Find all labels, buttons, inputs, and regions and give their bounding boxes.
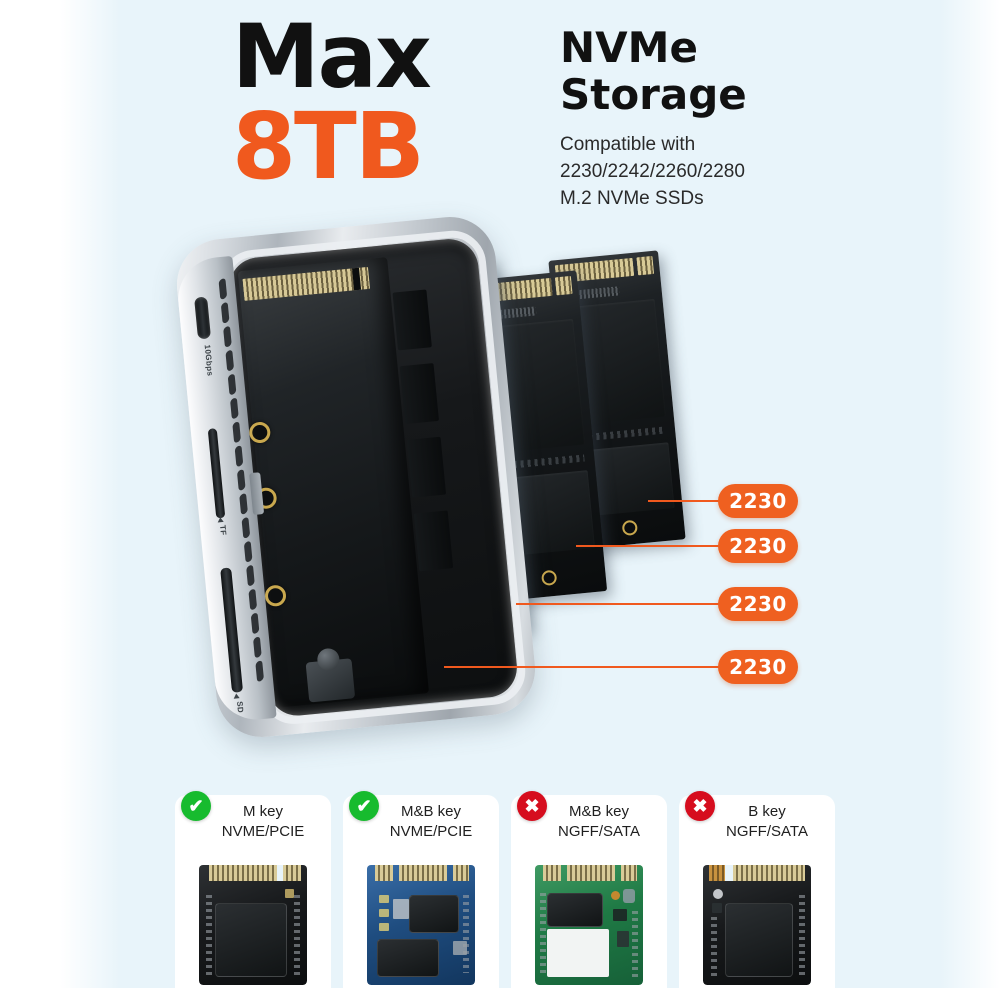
ssd-edge-pads bbox=[206, 895, 212, 977]
ssd-gold-pins bbox=[733, 865, 805, 881]
ssd-photo bbox=[535, 855, 643, 985]
callout-leader-line bbox=[444, 666, 720, 668]
card-interface: NGFF/SATA bbox=[558, 822, 640, 840]
callout-leader-line bbox=[648, 500, 720, 502]
ssd-edge-pads bbox=[711, 917, 717, 977]
headline-capacity: 8TB bbox=[232, 93, 425, 201]
card-interface: NGFF/SATA bbox=[726, 822, 808, 840]
compatibility-card: ✖ B key NGFF/SATA bbox=[679, 791, 835, 995]
card-label: B key NGFF/SATA bbox=[726, 799, 808, 842]
ssd-edge-pads bbox=[799, 895, 805, 977]
callout-2230-3: 2230 bbox=[516, 587, 818, 621]
ssd-gold-pins bbox=[543, 865, 561, 881]
tf-slot-arrow-icon bbox=[217, 516, 224, 523]
compatibility-subcopy: Compatible with 2230/2242/2260/2280 M.2 … bbox=[560, 132, 860, 213]
ssd-smd-part bbox=[613, 909, 627, 921]
cross-icon: ✖ bbox=[685, 791, 715, 821]
ssd-smd-part bbox=[713, 889, 723, 899]
ssd-gold-pins bbox=[709, 865, 725, 881]
ssd-edge-pads bbox=[294, 895, 300, 977]
ssd-smd-part bbox=[617, 931, 629, 947]
card-label: M&B key NVME/PCIE bbox=[390, 799, 473, 842]
ssd-smd-part bbox=[379, 909, 389, 917]
ssd-gold-pins bbox=[375, 865, 393, 881]
tf-slot-label: TF bbox=[218, 524, 228, 536]
callout-leader-line bbox=[516, 603, 720, 605]
ssd-gold-pins bbox=[399, 865, 447, 881]
ssd-smd-part bbox=[379, 923, 389, 931]
ssd-edge-pads bbox=[632, 911, 638, 977]
compatibility-card: ✔ M key NVME/PCIE bbox=[175, 791, 331, 995]
check-icon: ✔ bbox=[181, 791, 211, 821]
ssd-gold-fingers-small bbox=[636, 255, 655, 276]
ssd-smd-part bbox=[379, 895, 389, 903]
ssd-nand-chip bbox=[547, 893, 603, 927]
card-key-type: B key bbox=[748, 803, 786, 820]
ssd-nand-chip bbox=[377, 939, 439, 977]
callout-badge: 2230 bbox=[718, 484, 798, 518]
ssd-photo bbox=[199, 855, 307, 985]
panel-fade-left bbox=[60, 0, 120, 988]
card-label: M&B key NGFF/SATA bbox=[558, 799, 640, 842]
ssd-smd-part bbox=[393, 899, 409, 919]
ssd-gold-pins bbox=[283, 865, 301, 881]
callout-badge: 2230 bbox=[718, 529, 798, 563]
sd-slot-arrow-icon bbox=[233, 693, 240, 699]
subcopy-line-2: 2230/2242/2260/2280 bbox=[560, 161, 745, 183]
ssd-smd-part bbox=[285, 889, 294, 898]
card-header: ✔ M&B key NVME/PCIE bbox=[343, 791, 499, 853]
subcopy-line-1: Compatible with bbox=[560, 134, 696, 156]
card-key-type: M&B key bbox=[400, 803, 461, 820]
card-interface: NVME/PCIE bbox=[221, 822, 305, 840]
ssd-certification-label bbox=[547, 929, 609, 977]
ssd-smd-part bbox=[623, 889, 635, 903]
callout-badge: 2230 bbox=[718, 650, 798, 684]
card-header: ✔ M key NVME/PCIE bbox=[175, 791, 331, 853]
card-key-type: M key bbox=[242, 803, 283, 820]
ssd-gold-pins bbox=[567, 865, 615, 881]
ssd-photo bbox=[703, 855, 811, 985]
ssd-nand-chip bbox=[215, 903, 287, 977]
compatibility-card: ✖ M&B key NGFF/SATA bbox=[511, 791, 667, 995]
ssd-gold-pins bbox=[621, 865, 637, 881]
card-label: M key NVME/PCIE bbox=[222, 799, 305, 842]
headline-nvme-line2: Storage bbox=[560, 70, 747, 120]
check-icon: ✔ bbox=[349, 791, 379, 821]
callout-leader-line bbox=[576, 545, 720, 547]
compatibility-card-list: ✔ M key NVME/PCIE ✔ bbox=[175, 791, 835, 995]
card-header: ✖ M&B key NGFF/SATA bbox=[511, 791, 667, 853]
headline-nvme-line1: NVMe bbox=[560, 23, 698, 72]
ssd-b-key-notch bbox=[725, 865, 733, 881]
callout-2230-2: 2230 bbox=[576, 529, 818, 563]
headline-right-block: NVMe Storage Compatible with 2230/2242/2… bbox=[560, 24, 860, 213]
card-key-type: M&B key bbox=[568, 803, 629, 820]
ssd-edge-pads bbox=[540, 893, 546, 977]
callout-badge: 2230 bbox=[718, 587, 798, 621]
headline-left-block: Max 8TB bbox=[232, 5, 502, 201]
ssd-m-key-notch bbox=[277, 865, 283, 881]
ssd-gold-pins bbox=[453, 865, 469, 881]
ssd-edge-pads bbox=[463, 895, 469, 973]
sd-slot-label: SD bbox=[234, 700, 246, 714]
ssd-photo bbox=[367, 855, 475, 985]
ssd-gold-fingers-small bbox=[554, 275, 573, 296]
ssd-mount-hole bbox=[540, 569, 558, 587]
card-header: ✖ B key NGFF/SATA bbox=[679, 791, 835, 853]
card-interface: NVME/PCIE bbox=[389, 822, 473, 840]
ssd-nand-chip bbox=[409, 895, 459, 933]
panel-fade-right bbox=[940, 0, 1000, 988]
callout-2230-4: 2230 bbox=[444, 650, 818, 684]
compatibility-card: ✔ M&B key NVME/PCIE bbox=[343, 791, 499, 995]
ssd-nand-chip bbox=[725, 903, 793, 977]
cross-icon: ✖ bbox=[517, 791, 547, 821]
callout-2230-1: 2230 bbox=[648, 484, 818, 518]
headline-max: Max bbox=[232, 5, 432, 108]
ssd-gold-pins bbox=[209, 865, 277, 881]
subcopy-line-3: M.2 NVMe SSDs bbox=[560, 188, 704, 209]
ssd-smd-part bbox=[712, 903, 722, 913]
ssd-smd-part bbox=[611, 891, 620, 900]
